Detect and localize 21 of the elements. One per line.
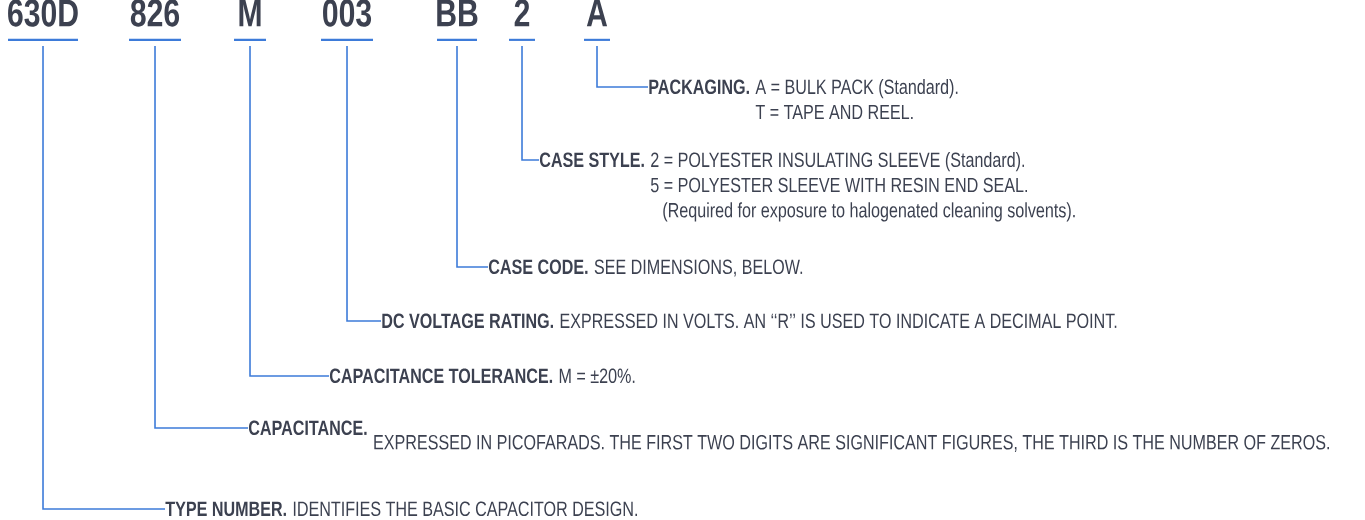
description-text: CASE STYLE. 2 = POLYESTER INSULATING SLEEVE (Standard). 5 = POLYESTER SLEEVE WITH RESIN END SEAL. (Required for exposure to halogenated cleaning solvents). <box>539 151 1075 222</box>
leader-line <box>521 45 540 161</box>
code-part: 2 <box>509 0 535 41</box>
code-part: M <box>234 0 266 41</box>
description-text: DC VOLTAGE RATING. EXPRESSED IN VOLTS. AN ‘‘R’’ IS USED TO INDICATE A DECIMAL POINT. <box>382 313 1117 329</box>
description-text: CAPACITANCE. EXPRESSED IN PICOFARADS. THE FIRST TWO DIGITS ARE SIGNIFICANT FIGURES, THE THIRD IS THE NUMBER OF ZEROS. <box>248 420 1329 452</box>
leader-line <box>346 45 382 322</box>
leader-line <box>42 45 166 510</box>
leader-line <box>154 45 249 429</box>
code-part: 826 <box>129 0 181 41</box>
code-part: 003 <box>321 0 373 41</box>
leader-line <box>596 45 649 88</box>
description-text: CAPACITANCE TOLERANCE. M = ±20%. <box>329 368 635 384</box>
description-text: CASE CODE. SEE DIMENSIONS, BELOW. <box>488 259 803 277</box>
description-text: PACKAGING. A = BULK PACK (Standard). T = TAPE AND REEL. <box>649 78 958 120</box>
description-text: TYPE NUMBER. IDENTIFIES THE BASIC CAPACITOR DESIGN. <box>165 501 637 517</box>
leader-line <box>456 45 489 268</box>
code-part: 630D <box>8 0 78 41</box>
code-part: A <box>584 0 610 41</box>
code-part: BB <box>437 0 478 41</box>
leader-line <box>249 45 330 377</box>
